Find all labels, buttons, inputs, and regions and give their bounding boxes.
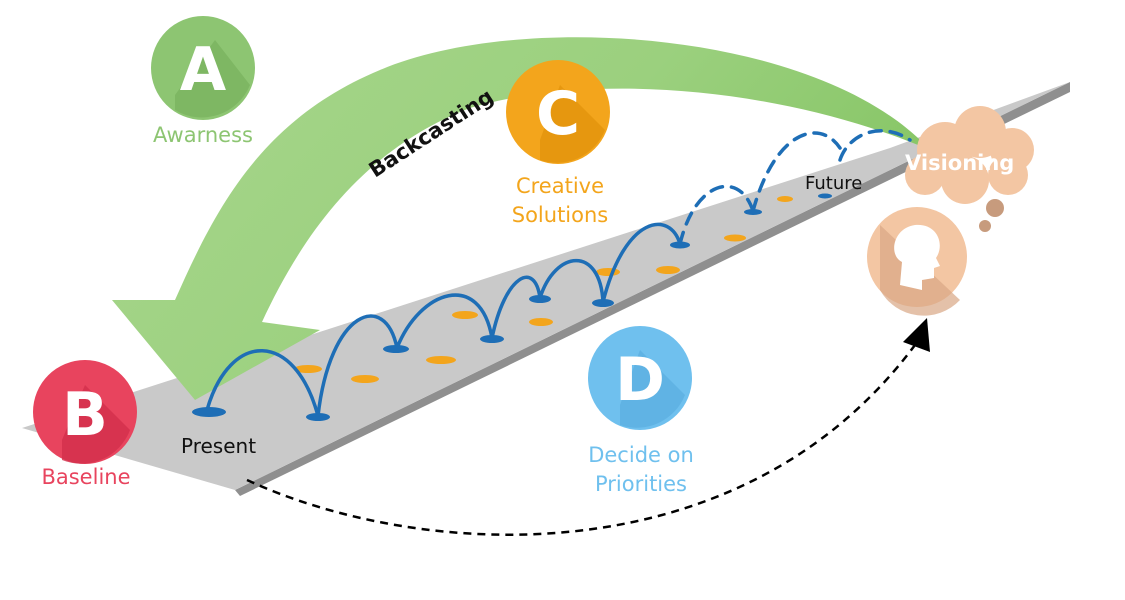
stage-b-letter: B [62, 380, 108, 450]
landing-spot [306, 413, 330, 421]
stage-c-shadow [540, 85, 605, 163]
jump-arc-dashed [751, 131, 842, 213]
road-dash [529, 318, 553, 326]
jump-arc [601, 222, 682, 304]
landing-spot-present [192, 407, 226, 417]
present-label: Present [181, 434, 256, 458]
jump-arc [538, 259, 605, 304]
road-dash [351, 375, 379, 383]
road-dash [426, 356, 456, 364]
dashed-arrow-head-icon [903, 318, 930, 352]
jump-arc-dashed [678, 184, 755, 246]
road-dash [656, 266, 680, 274]
road-dash [596, 268, 620, 276]
road-dash [294, 365, 322, 373]
stage-d-letter: D [615, 345, 665, 415]
landing-spot [818, 193, 832, 199]
landing-spot [744, 209, 762, 215]
jump-path [205, 129, 912, 418]
road-dash [724, 234, 746, 242]
road-dash [777, 196, 793, 202]
stage-c-letter: C [536, 79, 580, 149]
jump-arc [490, 275, 542, 340]
stage-b: B Baseline [33, 360, 137, 489]
road-side [235, 82, 1070, 496]
stage-a-label: Awarness [153, 123, 253, 147]
road-dashes [294, 196, 793, 383]
stage-d: D Decide on Priorities [588, 326, 694, 496]
thought-bubble-small [986, 199, 1004, 217]
stage-a: A Awarness [151, 16, 255, 147]
jump-landings [192, 193, 832, 421]
road-dash [452, 311, 478, 319]
landing-spot [670, 241, 690, 249]
landing-spot [529, 295, 551, 303]
landing-spot [480, 335, 504, 343]
dashed-forward-arrow [246, 344, 917, 536]
stage-c-label: Creative [516, 174, 604, 198]
stage-a-letter: A [180, 35, 227, 105]
head-icon [894, 224, 940, 290]
stage-a-shadow [175, 40, 250, 118]
thought-cloud [905, 106, 1034, 204]
landing-spot [383, 345, 409, 353]
stage-c: C Creative Solutions [506, 60, 610, 227]
future-label: Future [805, 173, 862, 194]
stage-b-shadow [62, 385, 130, 464]
landing-spot [592, 299, 614, 307]
visioning-label: Visioning [905, 151, 1014, 175]
backcasting-arrow-shape [112, 37, 930, 400]
visioning-thought: Visioning [867, 106, 1034, 316]
stage-b-label: Baseline [41, 465, 130, 489]
jump-arc [395, 293, 494, 350]
jump-arc [316, 314, 399, 418]
stage-d-label-line2: Priorities [595, 472, 687, 496]
thought-bubble-tiny [979, 220, 991, 232]
jump-arc-dashed [838, 129, 912, 162]
jump-arc [205, 349, 320, 418]
stage-c-label-line2: Solutions [512, 203, 609, 227]
stage-d-shadow [620, 350, 685, 428]
stage-d-label: Decide on [588, 443, 694, 467]
